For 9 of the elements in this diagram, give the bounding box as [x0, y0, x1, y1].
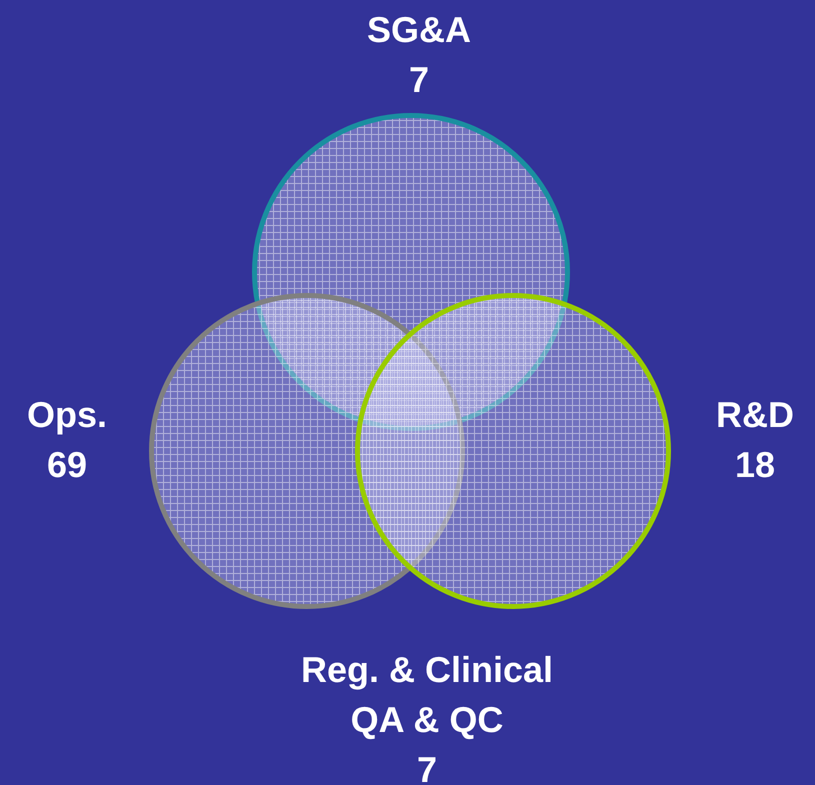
category-label: R&D — [716, 393, 794, 437]
category-label: 18 — [734, 443, 776, 487]
category-label: QA & QC — [350, 698, 504, 742]
category-label: Ops. — [27, 393, 107, 437]
category-label: 7 — [408, 58, 430, 102]
category-label: SG&A — [367, 8, 471, 52]
category-label: Reg. & Clinical — [300, 648, 554, 692]
category-label: 7 — [416, 748, 438, 785]
category-label: 69 — [46, 443, 88, 487]
